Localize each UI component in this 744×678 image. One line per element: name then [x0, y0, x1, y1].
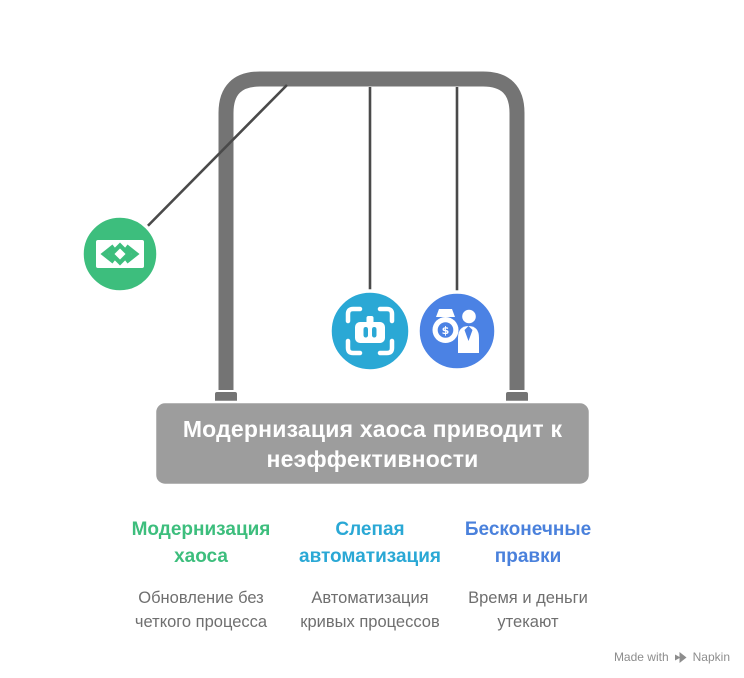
chevron-right — [124, 244, 140, 264]
column-description: Автоматизация кривых процессов — [300, 589, 440, 631]
money-person-icon: $ — [432, 309, 479, 353]
scan-corner-tr — [377, 306, 395, 324]
chevron-left — [100, 244, 116, 264]
column-modernization-chaos: Модернизация хаоса Обновление без четког… — [116, 516, 286, 634]
robot-scan-icon — [345, 306, 395, 356]
watermark-brand: Napkin — [692, 650, 730, 664]
column-blind-automation: Слепая автоматизация Автоматизация кривы… — [285, 516, 455, 634]
column-description: Обновление без четкого процесса — [134, 589, 268, 631]
scan-corner-tl — [345, 306, 363, 324]
pendulum-strings — [121, 84, 459, 331]
ball-blind-automation — [328, 289, 412, 373]
dollar-sign: $ — [442, 324, 450, 337]
title-plate — [153, 400, 592, 487]
scan-corner-br — [377, 338, 395, 356]
banner-title: Модернизация хаоса приводит к неэффектив… — [182, 415, 563, 472]
napkin-logo-icon — [674, 652, 687, 663]
person-head — [462, 309, 476, 324]
string-swung-left — [121, 84, 288, 253]
robot-eye-left — [363, 327, 368, 338]
person-tie — [464, 326, 473, 341]
cradle-frame-bar — [218, 71, 525, 399]
cradle-frame — [214, 67, 529, 399]
watermark-prefix: Made with — [613, 650, 669, 664]
robot-eye-right — [372, 327, 377, 338]
diamond — [108, 242, 132, 266]
column-title: Слепая автоматизация — [299, 519, 441, 567]
napkin-watermark: Made with Napkin — [614, 650, 730, 665]
column-description: Время и деньги утекают — [468, 589, 588, 631]
scan-corner-bl — [345, 338, 363, 356]
ball-modernization-chaos — [80, 214, 160, 294]
robot-head — [355, 322, 385, 343]
dollar-ring — [437, 322, 454, 338]
code-chevrons-icon — [96, 240, 144, 268]
column-endless-edits: Бесконечные правки Время и деньги утекаю… — [443, 516, 613, 634]
money-bag-knot — [436, 309, 455, 317]
column-title: Бесконечные правки — [464, 519, 592, 567]
column-title: Модернизация хаоса — [131, 519, 271, 567]
ball-endless-edits: $ — [416, 290, 498, 372]
